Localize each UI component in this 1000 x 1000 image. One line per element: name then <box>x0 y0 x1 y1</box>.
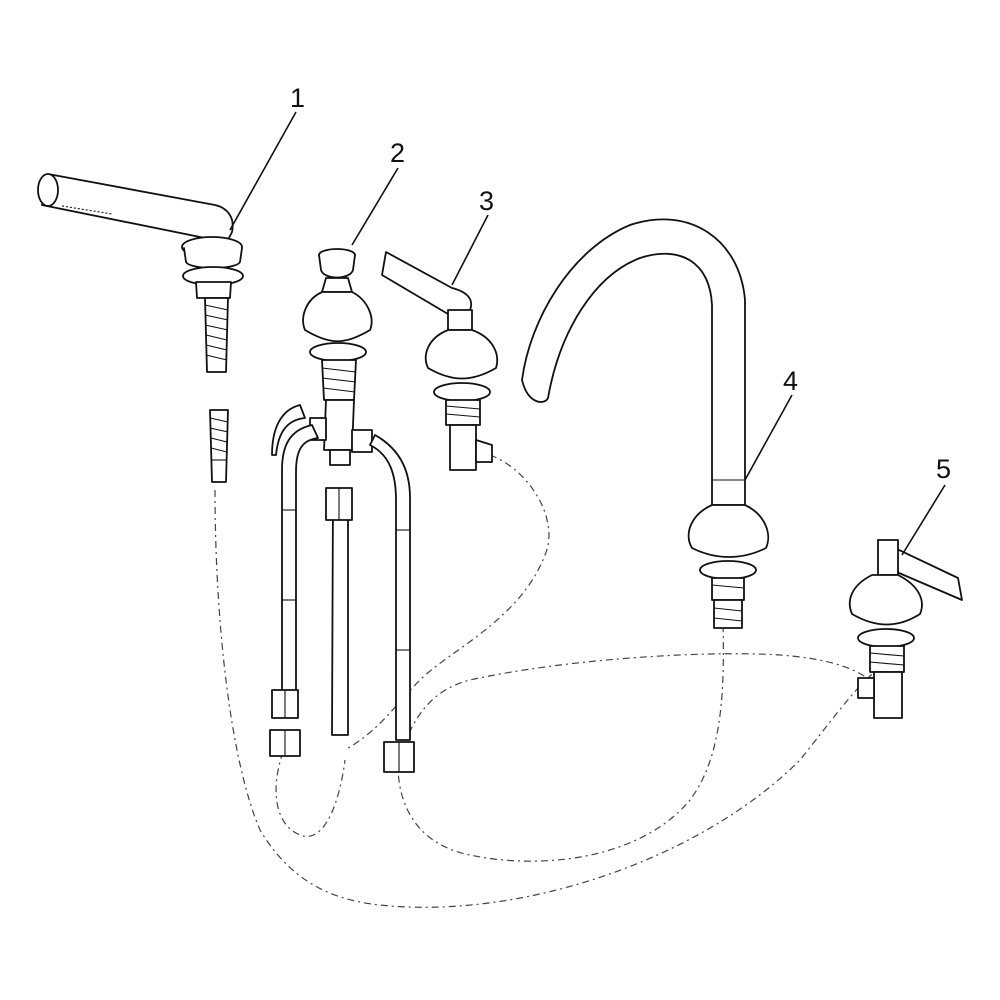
callout-3: 3 <box>479 186 494 216</box>
callout-labels: 1 2 3 4 5 <box>290 83 951 484</box>
lever-hub-right <box>877 539 899 576</box>
hose-spout <box>397 624 724 862</box>
holder-shank-top <box>195 281 232 299</box>
hose-paths <box>214 454 891 908</box>
valve-threads-left <box>445 405 481 418</box>
valve-threads-right <box>869 652 905 666</box>
part-1-handshower <box>37 173 244 483</box>
manifold-hose-left <box>281 424 319 701</box>
manifold-bottom-port <box>329 449 351 466</box>
lever-hub-left <box>447 309 473 331</box>
part-2-diverter <box>269 248 415 773</box>
hose-valve-5 <box>397 653 871 766</box>
hose-nut-facets <box>284 488 400 772</box>
hose-valve-3 <box>344 454 550 751</box>
diverter-threads <box>321 367 357 393</box>
manifold-bypass-pipe <box>271 404 306 456</box>
handshower-wand <box>41 173 234 244</box>
diverter-washer <box>309 342 367 362</box>
spout-escutcheon <box>687 504 770 558</box>
valve-outlet-right <box>857 677 875 699</box>
diverter-stem <box>321 277 353 293</box>
part-4-spout <box>521 218 770 629</box>
part-3-left-valve <box>381 251 498 471</box>
valve-outlet-left <box>475 439 493 463</box>
callout-2: 2 <box>390 138 405 168</box>
handshower-face <box>37 173 59 207</box>
manifold-hose-right <box>369 434 411 741</box>
holder-threads <box>204 304 229 361</box>
valve-body-left <box>449 424 477 471</box>
manifold-hose-center <box>331 489 349 736</box>
spout-threads <box>711 584 745 622</box>
leader-3 <box>451 214 489 286</box>
valve-escutcheon-right <box>848 574 923 626</box>
callout-1: 1 <box>290 83 305 113</box>
callout-5: 5 <box>936 454 951 484</box>
part-5-right-valve <box>848 539 963 719</box>
manifold-right-port <box>351 429 373 453</box>
connector-threads <box>209 417 229 461</box>
handshower-spray-slots <box>61 205 113 215</box>
leader-2 <box>351 167 399 246</box>
hose-bands <box>282 509 410 651</box>
diverter-knob-body <box>318 254 356 279</box>
hose-connector <box>209 409 229 483</box>
valve-escutcheon-left <box>424 329 498 380</box>
valve-threaded-left <box>445 399 481 426</box>
hose-handshower <box>214 489 891 908</box>
lever-handle-left <box>381 251 473 318</box>
valve-washer-right <box>857 628 915 648</box>
leader-5 <box>901 484 946 556</box>
spout-washer <box>699 560 757 580</box>
hose-valve-left <box>275 751 346 837</box>
callout-4: 4 <box>783 366 798 396</box>
valve-threaded-right <box>869 645 905 673</box>
manifold-body <box>323 399 355 451</box>
leader-4 <box>744 394 793 481</box>
valve-body-right <box>873 671 903 719</box>
spout-threaded-shank <box>711 577 745 601</box>
gooseneck-spout <box>521 218 746 506</box>
leader-1 <box>229 111 297 231</box>
diverter-escutcheon <box>302 291 373 343</box>
spout-connector <box>713 599 743 629</box>
holder-body <box>183 247 243 269</box>
valve-washer-left <box>433 382 491 402</box>
leader-lines <box>229 111 946 556</box>
